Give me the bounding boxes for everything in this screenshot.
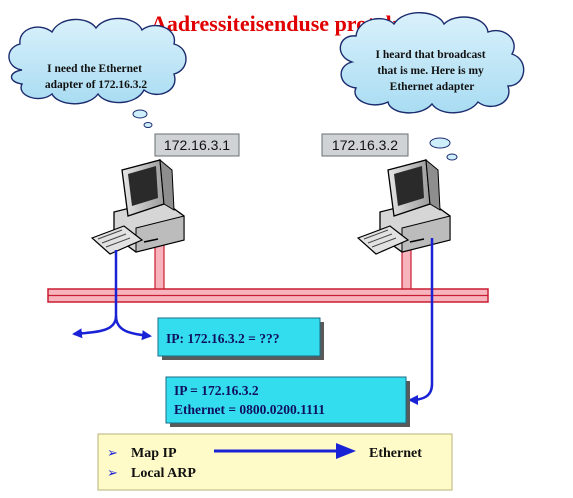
thought-cloud-host-b: I heard that broadcast that is me. Here … [339,12,525,161]
request-broadcast-arrows [72,250,152,341]
arrowhead-bullet-icon: ➢ [107,445,118,460]
desktop-computer-icon [90,158,185,255]
legend-local-arp: Local ARP [131,466,196,481]
summary-legend-box: ➢ Map IP Ethernet ➢ Local ARP [97,433,453,491]
ip-label-host-b: 172.16.3.2 [332,137,398,153]
network-bus [47,288,489,303]
svg-text:IP = 172.16.3.2 Ethernet: IP = 172.16.3.2 Ethernet = 0800.0200.111… [174,383,325,417]
cloud-a-line1: I need the Ethernet [47,63,142,75]
cloud-b-line1: I heard that broadcast [376,49,486,61]
cloud-b-line3: Ethernet adapter [390,81,475,93]
legend-map-ip: Map IP [131,446,177,461]
arp-request-box: IP: 172.16.3.2 = ??? [157,317,324,360]
svg-text:I need the Ethernet adap: I need the Ethernet adapter of 172.16.3.… [45,63,148,91]
arp-request-text: IP: 172.16.3.2 = ??? [166,331,279,346]
thought-cloud-host-a: I need the Ethernet adapter of 172.16.3.… [8,17,187,128]
ip-label-host-a: 172.16.3.1 [164,137,230,153]
arp-reply-ethernet: Ethernet = 0800.0200.1111 [174,402,325,417]
cloud-b-line2: that is me. Here is my [377,65,484,77]
arp-reply-ip: IP = 172.16.3.2 [174,383,259,398]
arrowhead-bullet-icon: ➢ [107,465,118,480]
desktop-computer-icon [356,158,451,255]
arp-reply-box: IP = 172.16.3.2 Ethernet = 0800.0200.111… [165,376,410,427]
svg-text:I heard that broadcast t: I heard that broadcast that is me. Here … [376,49,489,93]
cloud-a-line2: adapter of 172.16.3.2 [45,79,148,91]
ip-tag-host-a: 172.16.3.1 [154,133,240,157]
legend-ethernet: Ethernet [369,446,422,461]
reply-arrow [408,238,434,405]
ip-tag-host-b: 172.16.3.2 [321,133,409,157]
